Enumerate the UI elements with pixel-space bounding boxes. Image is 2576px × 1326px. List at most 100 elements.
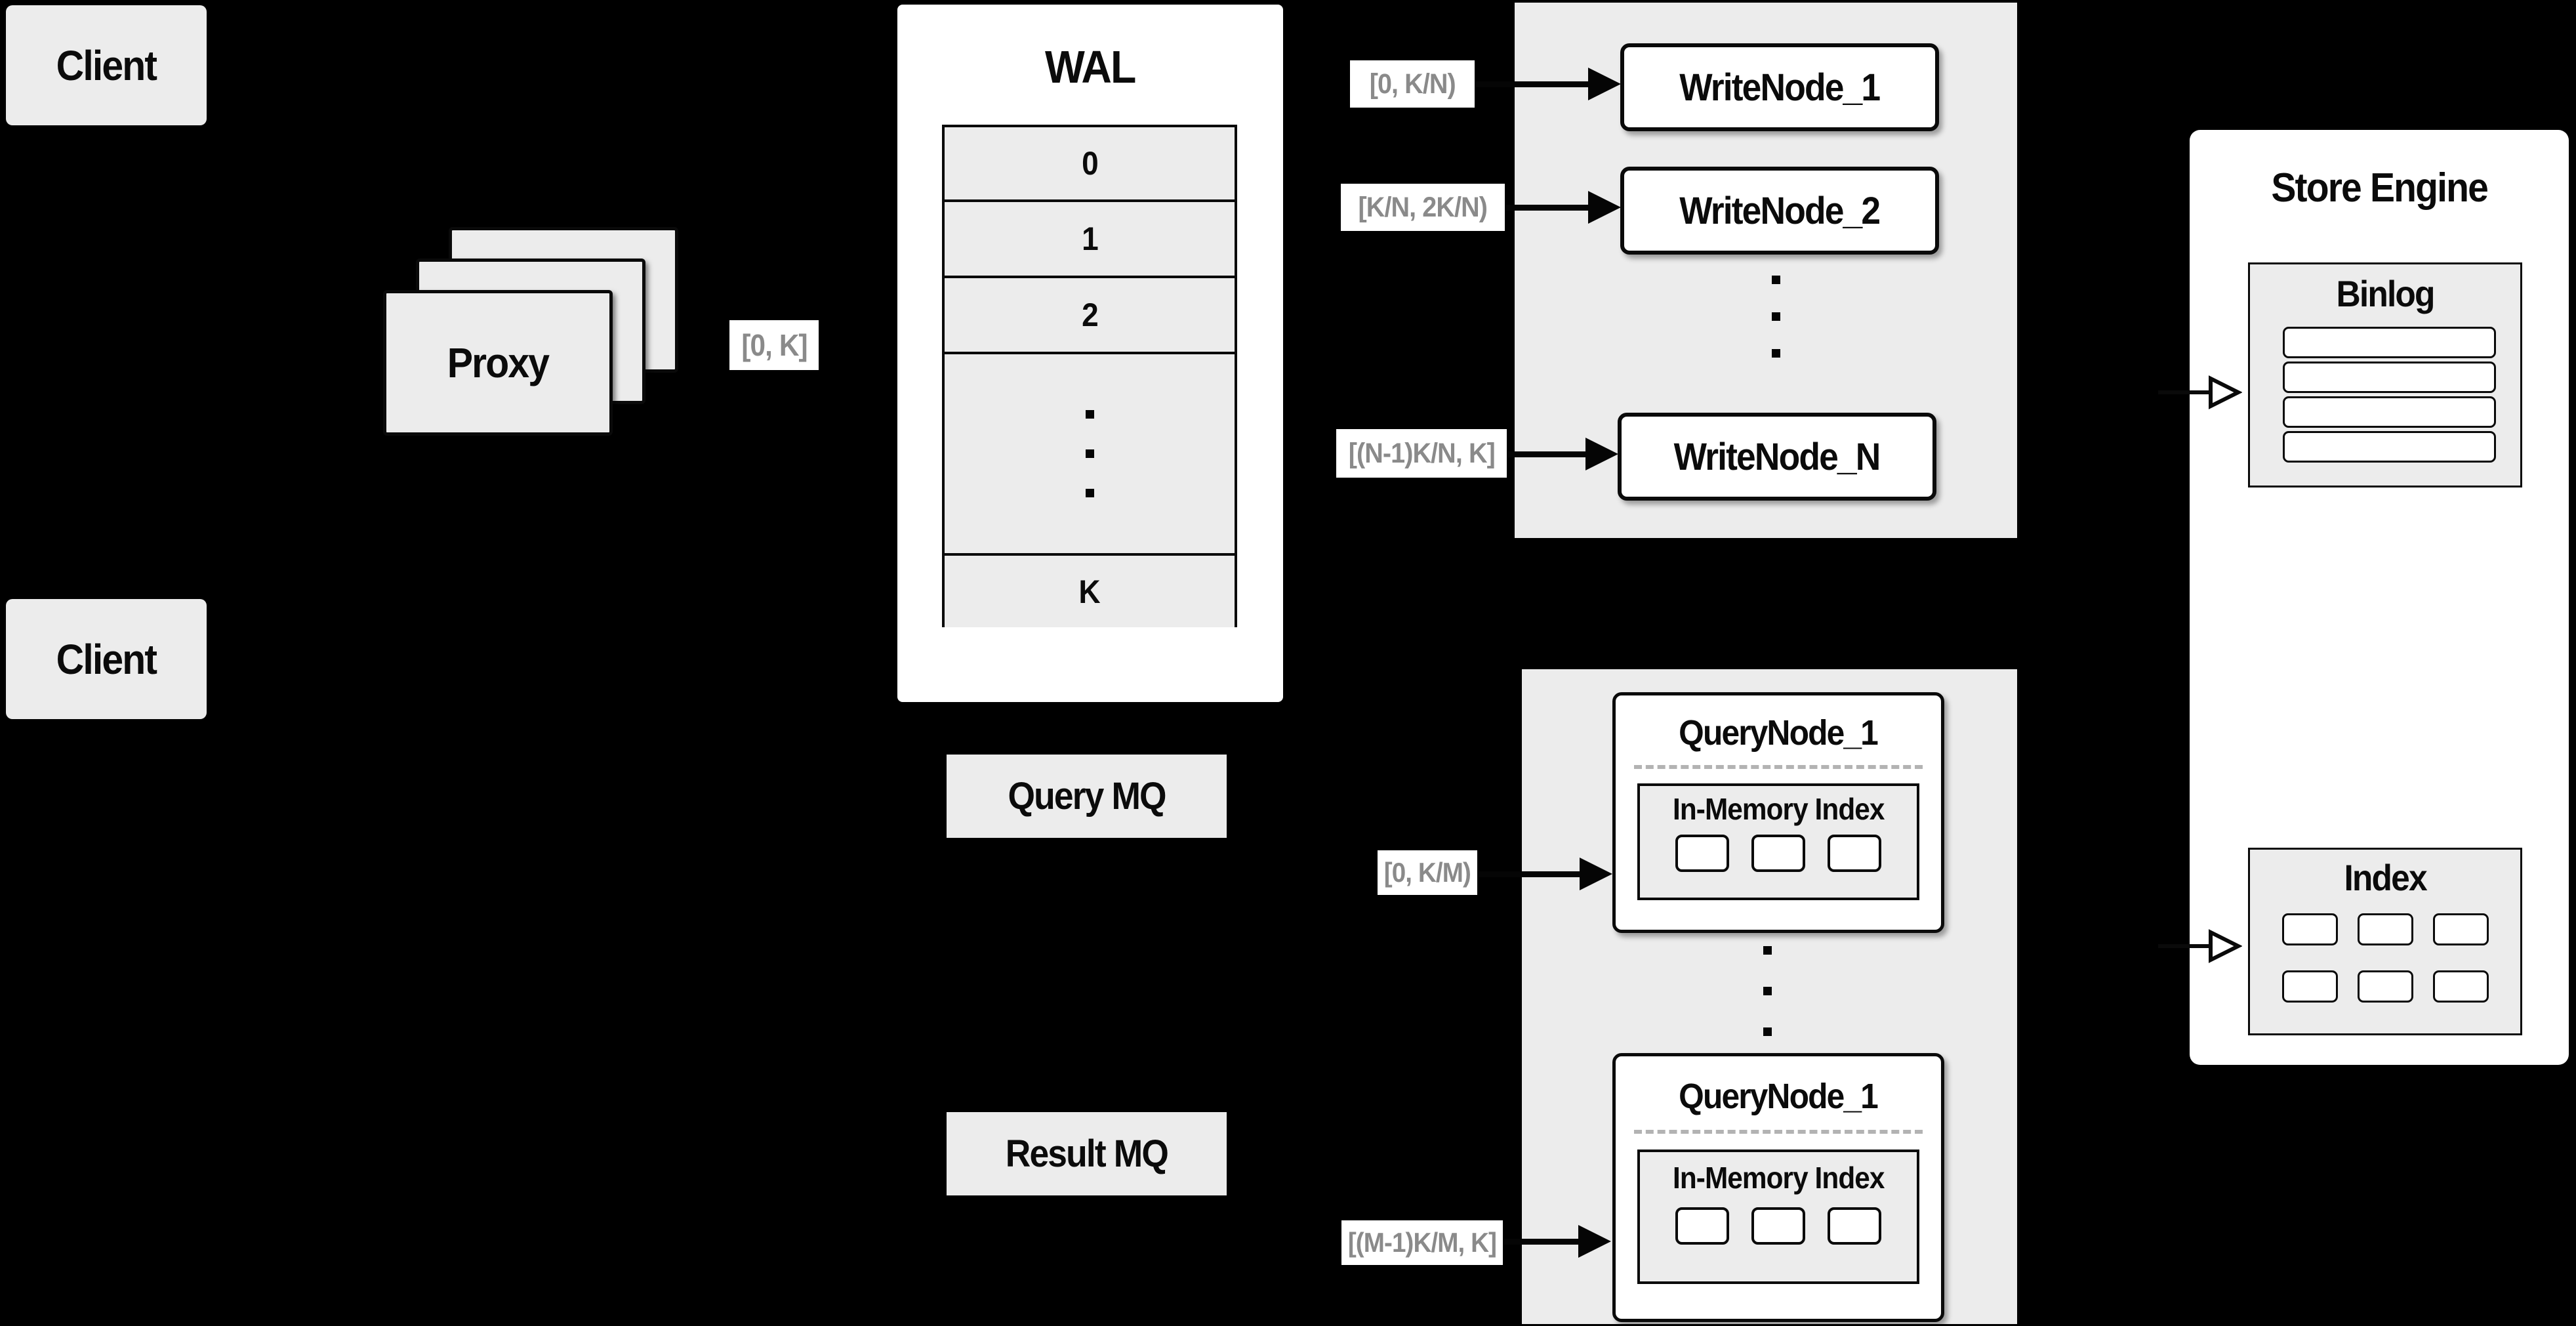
writenode-1-box: WriteNode_1 [1620, 43, 1939, 131]
client-top-label: Client [56, 41, 157, 89]
ellipsis-dot [1772, 276, 1780, 284]
writenode-2-label: WriteNode_2 [1679, 189, 1881, 232]
memory-segment-cell [1751, 1207, 1805, 1245]
memory-segment-cell [1751, 835, 1805, 872]
ellipsis-dot [1763, 946, 1772, 955]
client-top-box: Client [6, 5, 207, 125]
in-memory-index-bottom-title: In-Memory Index [1672, 1161, 1885, 1195]
query-mq-box: Query MQ [947, 755, 1227, 838]
arrowhead-to-writenode-2 [1588, 191, 1621, 224]
arrow-to-writenode-n [1508, 451, 1588, 457]
wal-segment-k-label: K [1078, 573, 1101, 610]
range-chip-write-2: [K/N, 2K/N) [1341, 184, 1505, 231]
store-engine-panel: Store Engine Binlog Index [2190, 130, 2569, 1065]
writenode-1-label: WriteNode_1 [1679, 66, 1881, 109]
binlog-row [2283, 362, 2496, 393]
range-chip-write-n: [(N-1)K/N, K] [1336, 429, 1507, 478]
arrowhead-to-writenode-n [1585, 438, 1618, 470]
writenode-2-box: WriteNode_2 [1620, 167, 1939, 255]
client-bottom-box: Client [6, 599, 207, 719]
ellipsis-dot [1085, 449, 1094, 458]
ellipsis-dot [1772, 312, 1780, 321]
binlog-title-row: Binlog [2250, 272, 2520, 315]
client-bottom-label: Client [56, 635, 157, 683]
binlog-rows [2283, 327, 2496, 463]
wal-segment-row-1: 1 [945, 202, 1235, 278]
range-write-1-label: [0, K/N) [1369, 68, 1456, 100]
index-cell [2357, 913, 2413, 945]
index-cell [2432, 970, 2489, 1003]
range-chip-query-m: [(M-1)K/M, K] [1341, 1220, 1503, 1265]
ellipsis-dot [1085, 410, 1094, 419]
index-cell [2432, 913, 2489, 945]
in-memory-index-bottom-segments [1675, 1207, 1881, 1245]
memory-segment-cell [1828, 1207, 1881, 1245]
index-cell [2281, 913, 2338, 945]
proxy-card-front: Proxy [383, 290, 613, 436]
arrowhead-to-querynode-bottom [1578, 1225, 1611, 1258]
result-mq-box: Result MQ [947, 1112, 1227, 1195]
querynode-top-box: QueryNode_1 In-Memory Index [1612, 692, 1944, 933]
ellipsis-dot [1772, 349, 1780, 358]
querynode-top-title: QueryNode_1 [1679, 713, 1879, 753]
proxy-label: Proxy [447, 339, 550, 386]
range-chip-write-1: [0, K/N) [1350, 60, 1475, 108]
arrow-to-writenode-2 [1506, 205, 1591, 211]
index-cell [2281, 970, 2338, 1003]
wal-segment-1-label: 1 [1081, 220, 1099, 257]
ellipsis-dot [1085, 489, 1094, 497]
wal-segment-row-0: 0 [945, 127, 1235, 202]
writenode-n-box: WriteNode_N [1618, 413, 1936, 501]
index-box: Index [2248, 848, 2522, 1035]
store-engine-title: Store Engine [2271, 165, 2489, 211]
binlog-row [2283, 431, 2496, 463]
range-write-2-label: [K/N, 2K/N) [1358, 191, 1488, 223]
memory-segment-cell [1675, 835, 1729, 872]
wal-panel: WAL 0 1 2 K [897, 5, 1283, 702]
store-engine-title-row: Store Engine [2190, 161, 2569, 214]
arrow-to-writenode-1 [1476, 81, 1591, 87]
in-memory-index-top-title-row: In-Memory Index [1664, 791, 1894, 827]
in-memory-index-top-title: In-Memory Index [1672, 792, 1885, 826]
ellipsis-dot [1763, 987, 1772, 995]
range-query-m-label: [(M-1)K/M, K] [1347, 1227, 1497, 1258]
in-memory-index-bottom-box: In-Memory Index [1637, 1150, 1919, 1284]
arrow-to-querynode-bottom [1504, 1239, 1584, 1245]
writenode-n-label: WriteNode_N [1674, 435, 1881, 478]
in-memory-index-bottom-title-row: In-Memory Index [1664, 1160, 1894, 1195]
open-arrow-to-binlog [2158, 375, 2242, 409]
memory-segment-cell [1675, 1207, 1729, 1245]
wal-segment-table: 0 1 2 K [942, 125, 1237, 627]
index-title-row: Index [2250, 856, 2520, 899]
arrowhead-to-querynode-top [1580, 858, 1612, 890]
querynode-bottom-title: QueryNode_1 [1679, 1077, 1879, 1116]
querynode-bottom-title-row: QueryNode_1 [1616, 1076, 1941, 1117]
open-arrow-to-index [2158, 929, 2242, 963]
arrowhead-to-writenode-1 [1588, 68, 1621, 100]
wal-segment-row-k: K [945, 556, 1235, 627]
query-mq-label: Query MQ [1008, 775, 1166, 818]
wal-title: WAL [1045, 41, 1136, 93]
in-memory-index-top-segments [1675, 835, 1881, 872]
ellipsis-dot [1763, 1027, 1772, 1036]
result-mq-label: Result MQ [1005, 1132, 1169, 1175]
range-proxy-to-wal-label: [0, K] [741, 328, 808, 362]
range-chip-query-1: [0, K/M) [1378, 850, 1477, 895]
index-title: Index [2344, 857, 2427, 898]
querynode-top-dashed-divider [1634, 765, 1923, 769]
arrow-to-querynode-top [1479, 871, 1584, 877]
range-query-1-label: [0, K/M) [1383, 857, 1471, 888]
binlog-box: Binlog [2248, 262, 2522, 487]
index-cells [2280, 913, 2490, 1003]
in-memory-index-top-box: In-Memory Index [1637, 783, 1919, 900]
binlog-row [2283, 396, 2496, 428]
wal-segment-0-label: 0 [1081, 145, 1099, 182]
binlog-title: Binlog [2336, 273, 2435, 314]
wal-segment-row-2: 2 [945, 278, 1235, 354]
binlog-row [2283, 327, 2496, 358]
querynode-top-title-row: QueryNode_1 [1616, 713, 1941, 753]
range-chip-proxy-to-wal: [0, K] [729, 320, 819, 370]
wal-segment-2-label: 2 [1081, 297, 1099, 333]
memory-segment-cell [1828, 835, 1881, 872]
